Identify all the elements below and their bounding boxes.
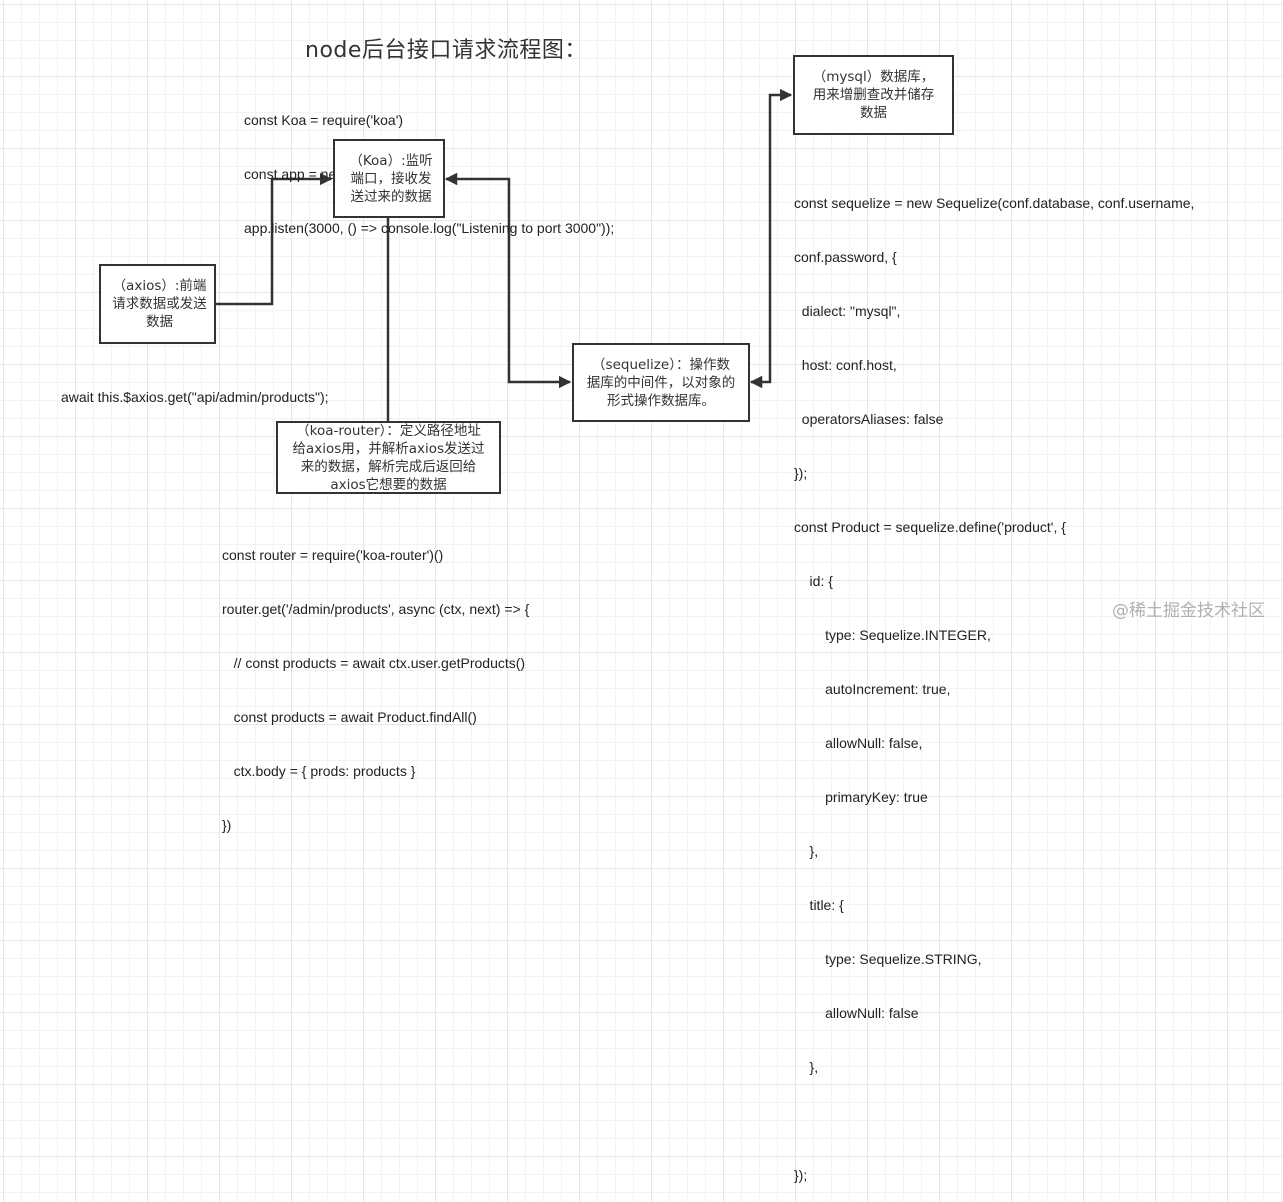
code-line: allowNull: false — [794, 1005, 919, 1021]
code-line: router.get('/admin/products', async (ctx… — [222, 601, 530, 617]
node-sequelize[interactable]: （sequelize）：操作数据库的中间件，以对象的形式操作数据库。 — [572, 343, 750, 422]
code-line: operatorsAliases: false — [794, 411, 944, 427]
code-line: const router = require('koa-router')() — [222, 547, 444, 563]
code-line: allowNull: false, — [794, 735, 923, 751]
node-mysql-label: （mysql）数据库，用来增删查改并储存数据 — [812, 69, 935, 121]
code-line: id: { — [794, 573, 833, 589]
code-line: type: Sequelize.STRING, — [794, 951, 982, 967]
code-line: ctx.body = { prods: products } — [222, 763, 416, 779]
code-line: host: conf.host, — [794, 357, 897, 373]
node-mysql[interactable]: （mysql）数据库，用来增删查改并储存数据 — [793, 55, 954, 135]
code-line: }, — [794, 1059, 819, 1075]
code-line: app.listen(3000, () => console.log("List… — [244, 220, 615, 236]
code-line: const Product = sequelize.define('produc… — [794, 519, 1066, 535]
node-koa[interactable]: （Koa）:监听端口，接收发送过来的数据 — [333, 139, 445, 218]
axios-code-snippet: await this.$axios.get("api/admin/product… — [61, 352, 329, 424]
node-sequelize-label: （sequelize）：操作数据库的中间件，以对象的形式操作数据库。 — [586, 356, 736, 409]
code-line: autoIncrement: true, — [794, 681, 951, 697]
code-line: const Koa = require('koa') — [244, 112, 404, 128]
code-line: await this.$axios.get("api/admin/product… — [61, 389, 329, 405]
code-line: }) — [222, 817, 232, 833]
node-axios[interactable]: （axios）:前端请求数据或发送数据 — [99, 264, 216, 344]
code-line: dialect: "mysql", — [794, 303, 901, 319]
node-koa-router-label: （koa-router）：定义路径地址给axios用，并解析axios发送过来的… — [292, 422, 485, 493]
sequelize-code-snippet: const sequelize = new Sequelize(conf.dat… — [794, 158, 1194, 1202]
code-line: primaryKey: true — [794, 789, 928, 805]
node-axios-label: （axios）:前端请求数据或发送数据 — [112, 278, 207, 330]
code-line: }); — [794, 1167, 808, 1183]
code-line: type: Sequelize.INTEGER, — [794, 627, 991, 643]
node-koa-label: （Koa）:监听端口，接收发送过来的数据 — [349, 152, 433, 205]
node-koa-router[interactable]: （koa-router）：定义路径地址给axios用，并解析axios发送过来的… — [276, 421, 501, 494]
code-line: conf.password, { — [794, 249, 897, 265]
code-line: const products = await Product.findAll() — [222, 709, 477, 725]
code-line: title: { — [794, 897, 844, 913]
code-line: const sequelize = new Sequelize(conf.dat… — [794, 195, 1195, 211]
code-line: // const products = await ctx.user.getPr… — [222, 655, 526, 671]
diagram-title: node后台接口请求流程图： — [305, 38, 587, 63]
watermark: @稀土掘金技术社区 — [1112, 601, 1265, 621]
code-line: }, — [794, 843, 819, 859]
edge-sequelize-mysql — [749, 88, 793, 389]
code-line — [794, 1112, 1194, 1130]
router-code-snippet: const router = require('koa-router')() r… — [222, 510, 529, 852]
code-line: }); — [794, 465, 808, 481]
